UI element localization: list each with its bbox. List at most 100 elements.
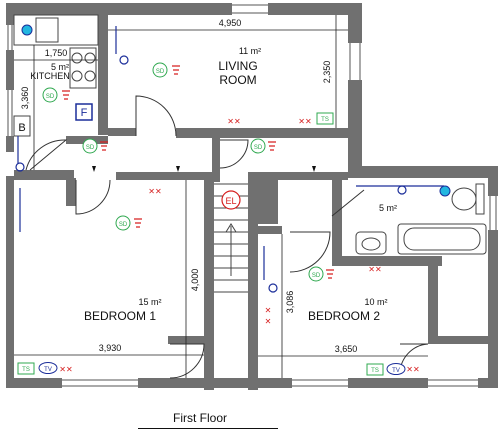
wall-east-upper-2 [348, 80, 362, 170]
socket-icon: ✕✕ [227, 117, 240, 126]
wall-east-upper [348, 3, 362, 43]
bathroom-area: 5 m² [379, 203, 397, 213]
kitchen-area: 5 m² [51, 62, 69, 72]
basin [355, 231, 387, 255]
bathtub-inner [403, 227, 481, 251]
arrow-down-icon [312, 166, 316, 172]
wall-corridor-south-3 [248, 172, 348, 180]
wall-bath-west [332, 180, 342, 256]
dim-bedroom2-width: 3,650 [335, 344, 358, 354]
wall-landing-post [212, 138, 220, 182]
dim-living-depth: 2,350 [322, 61, 332, 84]
svg-text:TS: TS [321, 117, 329, 123]
hob-ring-4 [84, 70, 96, 82]
bedroom2-area: 10 m² [364, 297, 387, 307]
switch-icon [15, 162, 25, 172]
svg-text:TS: TS [22, 367, 30, 373]
wall-north-west [6, 3, 232, 15]
wall-south-3 [252, 378, 292, 388]
wall-corridor-south-1 [14, 170, 74, 180]
alarm-sounders [62, 65, 334, 279]
boiler-label: B [18, 122, 25, 134]
boiler-box [13, 115, 31, 137]
door-swings [25, 95, 429, 379]
bathroom-fittings [355, 183, 487, 255]
hob-ring-1 [71, 52, 83, 64]
svg-text:TV: TV [44, 367, 52, 373]
svg-text:SD: SD [86, 145, 95, 151]
dim-kitchen-depth: 3,360 [20, 87, 30, 110]
svg-text:SD: SD [46, 94, 55, 100]
living-room-name-2: ROOM [219, 73, 256, 87]
electric-meter-icon: EL [221, 190, 241, 210]
svg-text:TS: TS [371, 368, 379, 374]
wall-south-5 [478, 378, 498, 388]
socket-icon: ✕✕ [59, 365, 72, 374]
arrow-down-icon [92, 166, 96, 172]
wall-west-upper [6, 3, 14, 25]
wall-west-bedroom [6, 176, 14, 388]
door-kitchen [25, 139, 68, 171]
wall-cupboard-west [428, 256, 438, 336]
dimension-labels: 4,950 2,350 1,750 3,360 3,930 4,000 3,65… [20, 18, 357, 354]
svg-text:SD: SD [312, 273, 321, 279]
wall-living-south [176, 128, 352, 138]
door-bedroom1 [75, 179, 111, 215]
wall-south-4 [348, 378, 428, 388]
wall-bed1-east [204, 180, 214, 390]
telephone-socket-icon [316, 112, 334, 125]
door-landing [219, 139, 249, 169]
switch-icon [397, 185, 407, 195]
switches [15, 26, 444, 293]
kitchen-worktop [13, 14, 99, 46]
dimension-lines [14, 15, 428, 378]
tv-socket-icon [38, 362, 58, 374]
socket-icon: ✕✕ [368, 265, 381, 274]
wall-west-lower [6, 136, 14, 152]
wall-chimney [258, 180, 278, 224]
wall-kitchen-living [98, 15, 108, 135]
wall-west-mid [6, 50, 14, 90]
double-sockets: ✕✕ ✕✕ ✕✕ ✕✕ ✕✕ ✕✕ ✕ ✕ [59, 117, 419, 374]
living-room-name-1: LIVING [218, 59, 257, 73]
svg-text:SD: SD [119, 222, 128, 228]
light-icon [439, 185, 451, 197]
wall-cupboard-south [428, 336, 488, 344]
socket-icon: ✕ [265, 306, 272, 315]
door-bedroom2 [289, 231, 331, 273]
dim-kitchen-width: 1,750 [45, 48, 68, 58]
alarm-icon [268, 141, 276, 151]
smoke-detector-icon: SD [115, 215, 131, 231]
socket-icon: ✕✕ [148, 187, 161, 196]
smoke-detector-icon: SD [308, 266, 324, 282]
smoke-detectors: SD SD SD SD SD SD [42, 62, 324, 282]
wall-east-step [348, 166, 498, 178]
kitchen-fittings: B F [13, 14, 99, 137]
alarm-icon [172, 65, 180, 75]
bathtub [397, 223, 487, 255]
socket-icon: ✕ [265, 317, 272, 326]
wall-north-east [268, 3, 358, 15]
svg-text:SD: SD [254, 145, 263, 151]
telephone-socket-icon [366, 363, 384, 376]
living-room-area: 11 m² [239, 46, 261, 56]
windows [7, 4, 497, 387]
socket-icon: ✕✕ [298, 117, 311, 126]
wall-south-2 [138, 378, 258, 388]
smoke-detector-icon: SD [250, 138, 266, 154]
smoke-detector-icon: SD [82, 138, 98, 154]
socket-icon: ✕✕ [406, 365, 419, 374]
wall-bed1-nw-jamb [66, 178, 76, 206]
door-bedroom1-closet [169, 343, 205, 379]
hob-ring-2 [84, 52, 96, 64]
light-fittings [21, 24, 451, 197]
floor-caption: First Floor [173, 411, 227, 425]
wall-stair-east [248, 180, 258, 390]
switch-icon [119, 55, 129, 65]
hob [69, 47, 97, 89]
arrow-down-icon [176, 166, 180, 172]
wc-bowl [451, 187, 477, 211]
svg-text:EL: EL [225, 196, 236, 206]
dim-bedroom1-width: 3,930 [99, 343, 122, 353]
